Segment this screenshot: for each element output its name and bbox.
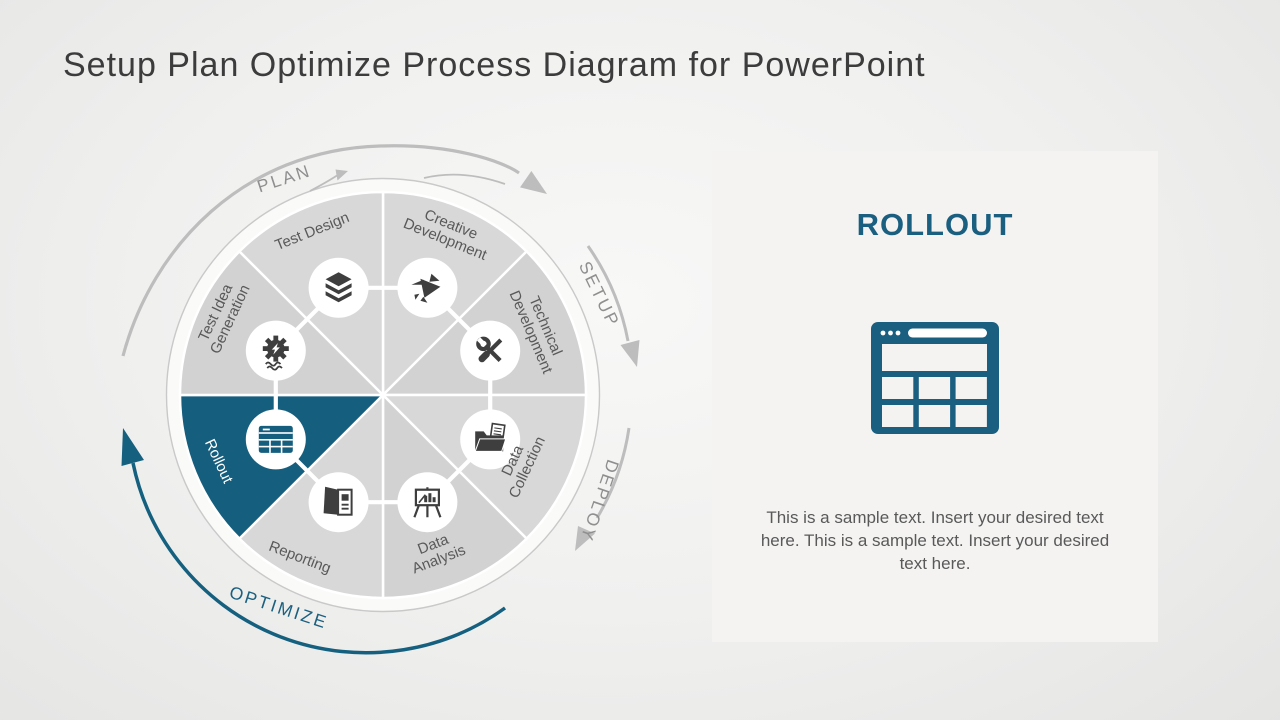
slide-title: Setup Plan Optimize Process Diagram for … [63,46,926,84]
mini-arrow-arc-1 [309,174,338,192]
panel-body-text: This is a sample text. Insert your desir… [760,508,1110,573]
mini-arrow-arc-2 [423,173,506,185]
plan-arc [121,144,520,357]
phase-arcs [121,144,631,519]
circle-test-design[interactable] [308,257,369,318]
layers-stack-icon [325,272,352,303]
plan-arrowhead-icon [520,171,547,194]
setup-arrowhead-icon [620,340,640,367]
crossed-tools-icon [476,336,503,363]
table-window-icon [871,322,999,434]
detail-panel: ROLLOUT This is a sample text. Insert yo… [712,151,1158,642]
wedge-icons [258,272,507,518]
deploy-arrowhead-icon [575,526,595,551]
report-book-icon [323,486,353,516]
setup-arc [586,245,630,342]
origami-bird-icon [411,273,441,303]
folder-document-icon [474,422,507,452]
gear-lightning-icon [262,335,289,371]
chart-easel-icon [413,487,442,518]
icon-circles [245,257,521,533]
panel-title: ROLLOUT [856,207,1014,242]
deploy-arc [595,427,631,519]
table-grid-icon [258,425,293,453]
optimize-arc [131,462,507,655]
phase-arrowheads [335,169,640,551]
optimize-arrowhead-icon [121,428,144,466]
wheel-wedges [178,190,588,600]
mini-arrowhead-icon [335,169,348,181]
